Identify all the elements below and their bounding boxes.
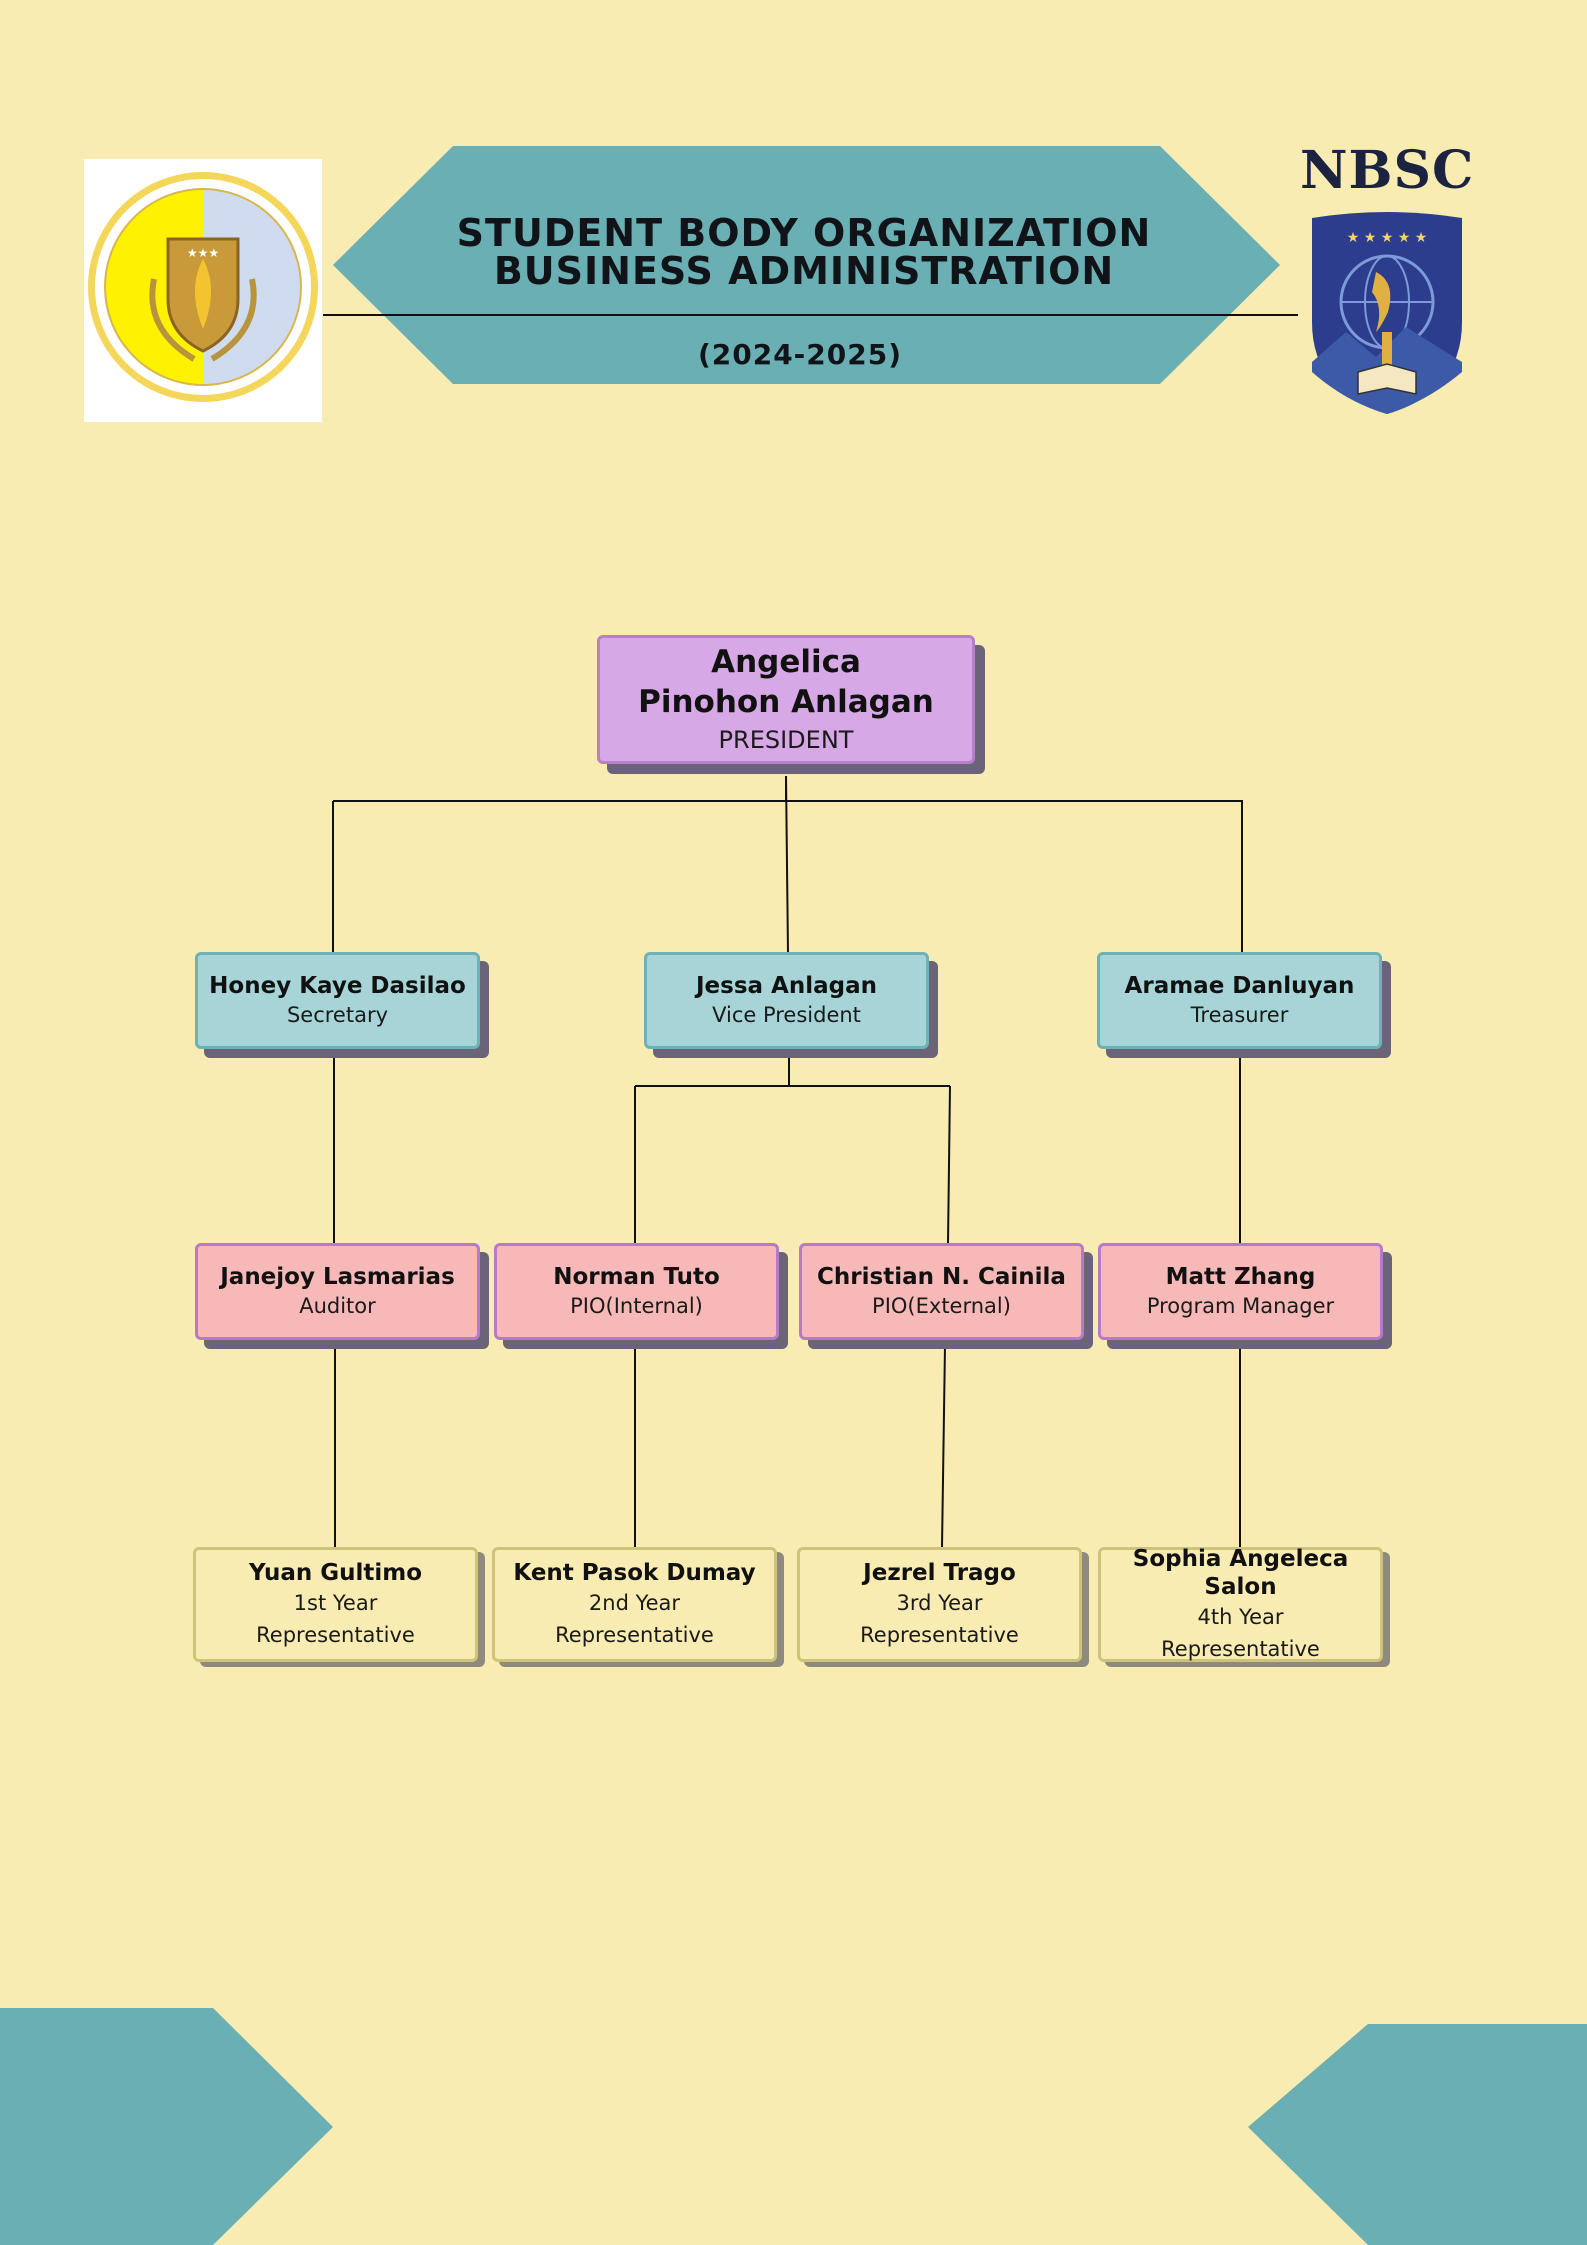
svg-text:★ ★ ★ ★ ★: ★ ★ ★ ★ ★ — [1347, 230, 1428, 246]
rep-4th-year-name: Sophia Angeleca Salon — [1132, 1545, 1349, 1600]
nbsc-shield-logo: ★ ★ ★ ★ ★ — [1306, 212, 1468, 417]
svg-text:★★★: ★★★ — [187, 246, 219, 260]
pio-internal-name: Norman Tuto — [553, 1263, 720, 1290]
secretary-box: Honey Kaye Dasilao Secretary — [195, 952, 480, 1049]
bsba-seal-logo: ★★★ — [84, 159, 322, 422]
vice-president-role: Vice President — [712, 1002, 861, 1027]
auditor-box: Janejoy Lasmarias Auditor — [195, 1243, 480, 1340]
rep-4th-year-box: Sophia Angeleca Salon 4th Year Represent… — [1098, 1545, 1383, 1662]
rep-3rd-year-name: Jezrel Trago — [863, 1559, 1016, 1586]
rep-1st-year-role: 1st Year Representative — [256, 1590, 415, 1647]
rep-1st-year-name: Yuan Gultimo — [248, 1559, 423, 1586]
program-manager-name: Matt Zhang — [1165, 1263, 1316, 1290]
program-manager-role: Program Manager — [1146, 1293, 1335, 1318]
program-manager-box: Matt Zhang Program Manager — [1098, 1243, 1383, 1340]
page-title: STUDENT BODY ORGANIZATION BUSINESS ADMIN… — [456, 211, 1152, 293]
rep-3rd-year-role: 3rd Year Representative — [860, 1590, 1019, 1647]
treasurer-role: Treasurer — [1190, 1002, 1289, 1027]
pio-external-role: PIO(External) — [872, 1293, 1011, 1318]
nbsc-wordmark: NBSC — [1300, 140, 1475, 201]
pio-external-name: Christian N. Cainila — [817, 1263, 1066, 1290]
president-box: Angelica Pinohon Anlagan PRESIDENT — [597, 635, 975, 764]
bottom-left-corner-shape — [0, 2008, 333, 2245]
secretary-role: Secretary — [286, 1002, 389, 1027]
president-name: Angelica Pinohon Anlagan — [638, 643, 934, 720]
secretary-name: Honey Kaye Dasilao — [209, 972, 466, 999]
rep-1st-year-box: Yuan Gultimo 1st Year Representative — [193, 1547, 478, 1662]
pio-internal-box: Norman Tuto PIO(Internal) — [494, 1243, 779, 1340]
pio-external-box: Christian N. Cainila PIO(External) — [799, 1243, 1084, 1340]
treasurer-box: Aramae Danluyan Treasurer — [1097, 952, 1382, 1049]
vice-president-box: Jessa Anlagan Vice President — [644, 952, 929, 1049]
rep-2nd-year-role: 2nd Year Representative — [555, 1590, 714, 1647]
bottom-right-corner-shape — [1248, 2024, 1587, 2245]
vice-president-name: Jessa Anlagan — [695, 972, 877, 999]
rep-3rd-year-box: Jezrel Trago 3rd Year Representative — [797, 1547, 1082, 1662]
header-divider — [323, 314, 1298, 316]
pio-internal-role: PIO(Internal) — [570, 1293, 703, 1318]
rep-4th-year-role: 4th Year Representative — [1161, 1604, 1320, 1661]
rep-2nd-year-box: Kent Pasok Dumay 2nd Year Representative — [492, 1547, 777, 1662]
auditor-role: Auditor — [299, 1293, 376, 1318]
auditor-name: Janejoy Lasmarias — [220, 1263, 455, 1290]
treasurer-name: Aramae Danluyan — [1124, 972, 1355, 999]
page-subtitle-year: (2024-2025) — [697, 338, 903, 371]
header-banner — [333, 146, 1280, 384]
president-role: PRESIDENT — [718, 725, 854, 754]
rep-2nd-year-name: Kent Pasok Dumay — [513, 1559, 756, 1586]
